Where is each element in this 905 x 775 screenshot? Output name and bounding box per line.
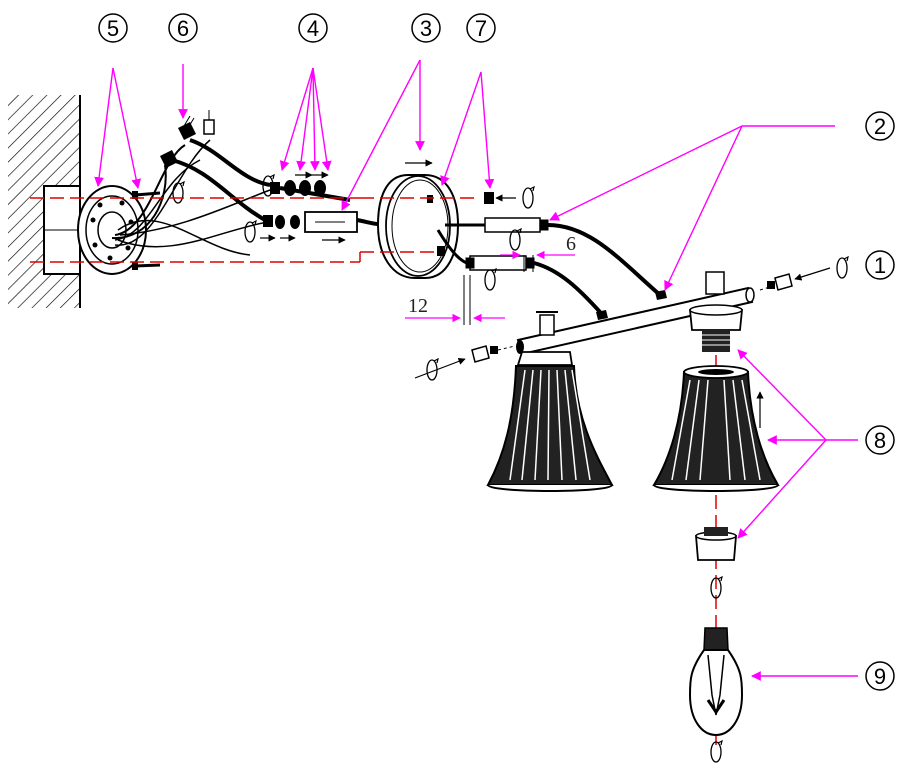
cap-nut: [484, 192, 516, 204]
wire-connector: [178, 115, 196, 140]
svg-text:7: 7: [475, 16, 487, 41]
callout-4: 4: [298, 13, 328, 43]
svg-text:5: 5: [107, 16, 119, 41]
small-arrows: [260, 171, 329, 242]
mounting-screw: [132, 262, 161, 270]
callout-8: 8: [865, 425, 895, 455]
callout-6: 6: [168, 13, 198, 43]
wire-connector: [160, 150, 178, 168]
svg-text:4: 4: [307, 16, 319, 41]
shade-right: [652, 271, 780, 492]
dimension-label-overlap: 12: [408, 295, 428, 317]
crossbar-arm: [516, 286, 755, 356]
wall-wires: [111, 139, 271, 256]
lead-wires: [171, 138, 271, 222]
rotate-icon: [484, 268, 497, 291]
svg-text:1: 1: [874, 253, 886, 278]
svg-text:8: 8: [874, 428, 886, 453]
wire-connector: [203, 110, 215, 135]
svg-text:6: 6: [177, 16, 189, 41]
rotate-icon: [426, 358, 439, 381]
dimension-label-strip: 6: [566, 233, 576, 255]
rotate-icon: [836, 256, 849, 279]
shade-left: [486, 311, 614, 492]
callout-3: 3: [411, 13, 441, 43]
dimension-strip: 6: [500, 233, 576, 272]
light-bulb: [688, 627, 744, 737]
grommet-set-bottom: [263, 215, 300, 229]
svg-text:9: 9: [874, 664, 886, 689]
callout-7: 7: [466, 13, 496, 43]
arm-wires: [436, 217, 662, 314]
mounting-bracket-ring: [77, 185, 147, 275]
mounting-screw: [132, 191, 161, 199]
end-cap-right: [759, 267, 831, 291]
callout-2: 2: [865, 111, 895, 141]
svg-text:2: 2: [874, 114, 886, 139]
rotate-icon: [172, 181, 185, 204]
centerlines: [30, 197, 717, 745]
leader-lines: [94, 59, 858, 681]
callout-1: 1: [865, 250, 895, 280]
callout-5: 5: [98, 13, 128, 43]
grommet-set-top: [270, 180, 351, 202]
shade-ring: [695, 527, 737, 561]
mounting-plate: [43, 185, 147, 275]
svg-text:3: 3: [420, 16, 432, 41]
rotate-icon: [522, 186, 535, 209]
callout-9: 9: [865, 661, 895, 691]
end-cap-left: [414, 345, 516, 379]
dimension-overlap: 12: [405, 275, 505, 325]
coupler-sleeve: [304, 211, 358, 244]
